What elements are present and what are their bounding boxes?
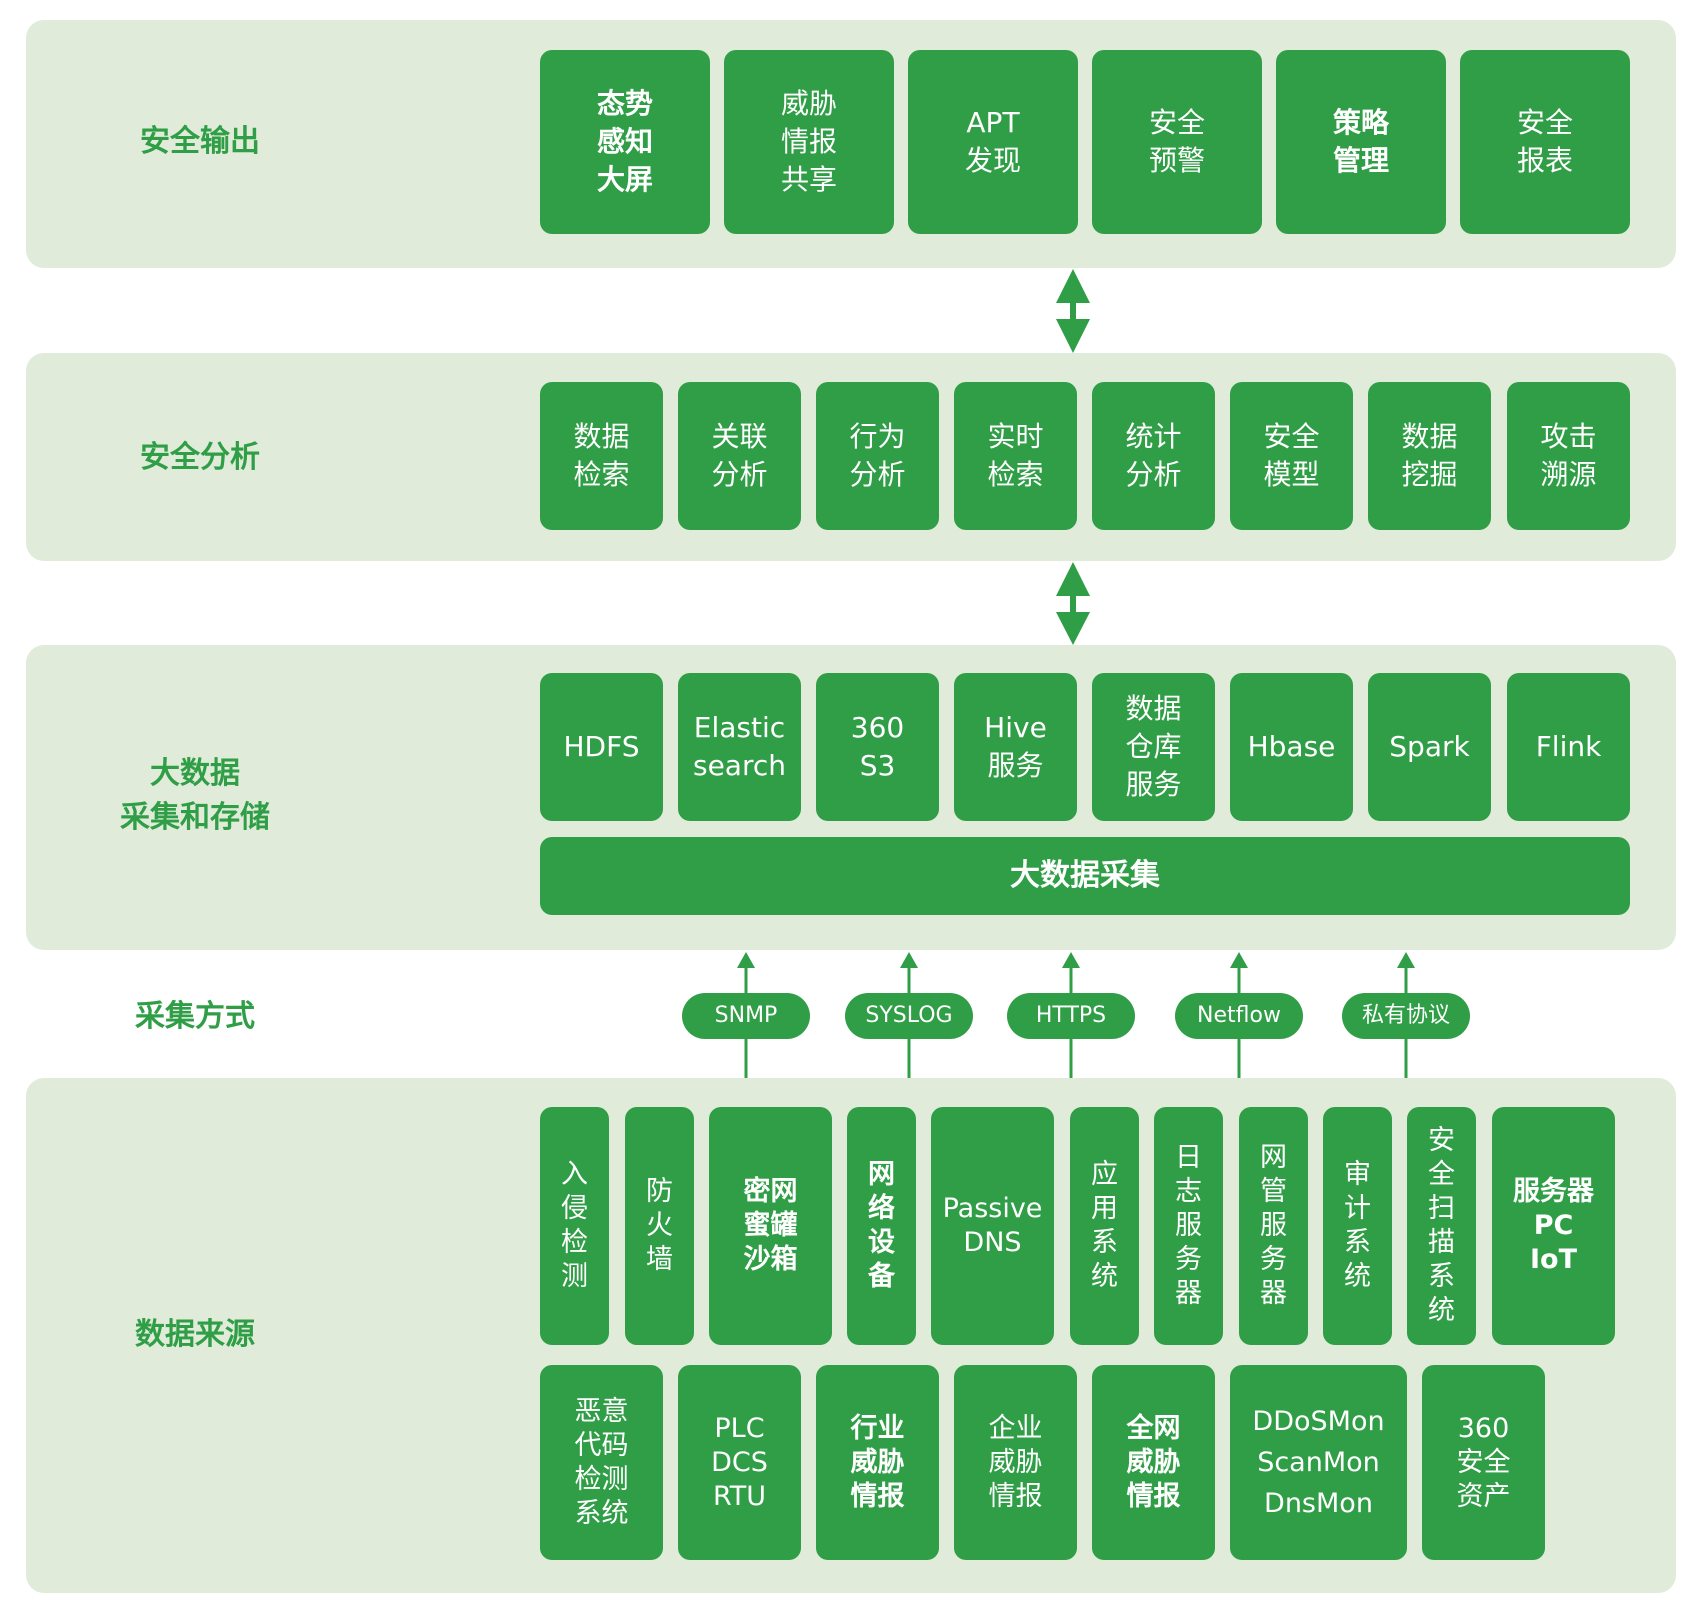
source-item-audit-system: 审 计 系 统: [1323, 1107, 1392, 1345]
double-arrow-icon: [1056, 269, 1090, 353]
layer-title-security-analysis: 安全分析: [140, 440, 260, 475]
storage-item-hdfs: HDFS: [540, 673, 663, 821]
collection-method-netflow: Netflow: [1175, 993, 1303, 1039]
source-item-server-pc-iot: 服务器 PC IoT: [1492, 1107, 1615, 1345]
source-item-malware-detection: 恶意 代码 检测 系统: [540, 1365, 663, 1560]
output-item-threat-intel-share: 威胁 情报 共享: [724, 50, 894, 234]
source-item-honeynet-sandbox: 密网 蜜罐 沙箱: [709, 1107, 832, 1345]
output-item-situation-screen: 态势 感知 大屏: [540, 50, 710, 234]
source-item-intrusion-detection: 入 侵 检 测: [540, 1107, 609, 1345]
storage-item-data-warehouse: 数据 仓库 服务: [1092, 673, 1215, 821]
collection-method-snmp: SNMP: [682, 993, 810, 1039]
output-item-policy-management: 策略 管理: [1276, 50, 1446, 234]
analysis-item-behavior: 行为 分析: [816, 382, 939, 530]
source-item-log-server: 日 志 服 务 器: [1154, 1107, 1223, 1345]
bigdata-collection-bar: 大数据采集: [540, 837, 1630, 915]
output-item-security-report: 安全 报表: [1460, 50, 1630, 234]
source-item-plc-dcs-rtu: PLC DCS RTU: [678, 1365, 801, 1560]
source-item-360-security-asset: 360 安全 资产: [1422, 1365, 1545, 1560]
source-item-nms-server: 网 管 服 务 器: [1239, 1107, 1308, 1345]
analysis-item-data-mining: 数据 挖掘: [1368, 382, 1491, 530]
source-item-industry-threat-intel: 行业 威胁 情报: [816, 1365, 939, 1560]
source-item-ddosmon-scanmon-dnsmon: DDoSMon ScanMon DnsMon: [1230, 1365, 1407, 1560]
analysis-item-realtime-search: 实时 检索: [954, 382, 1077, 530]
analysis-item-attack-tracing: 攻击 溯源: [1507, 382, 1630, 530]
storage-item-spark: Spark: [1368, 673, 1491, 821]
collection-method-https: HTTPS: [1007, 993, 1135, 1039]
analysis-item-correlation: 关联 分析: [678, 382, 801, 530]
storage-item-hbase: Hbase: [1230, 673, 1353, 821]
source-item-global-threat-intel: 全网 威胁 情报: [1092, 1365, 1215, 1560]
layer-title-security-output: 安全输出: [140, 124, 260, 159]
storage-item-hive: Hive 服务: [954, 673, 1077, 821]
analysis-item-data-search: 数据 检索: [540, 382, 663, 530]
double-arrow-icon: [1056, 562, 1090, 645]
storage-item-360-s3: 360 S3: [816, 673, 939, 821]
storage-item-flink: Flink: [1507, 673, 1630, 821]
source-item-firewall: 防 火 墙: [625, 1107, 694, 1345]
source-item-network-device: 网 络 设 备: [847, 1107, 916, 1345]
output-item-apt-discovery: APT 发现: [908, 50, 1078, 234]
layer-title-bigdata-storage: 大数据 采集和存储: [120, 756, 270, 835]
source-item-passive-dns: Passive DNS: [931, 1107, 1054, 1345]
layer-title-data-sources: 数据来源: [135, 1317, 255, 1352]
source-item-application-system: 应 用 系 统: [1070, 1107, 1139, 1345]
analysis-item-security-model: 安全 模型: [1230, 382, 1353, 530]
source-item-security-scan-system: 安 全 扫 描 系 统: [1407, 1107, 1476, 1345]
source-item-enterprise-threat-intel: 企业 威胁 情报: [954, 1365, 1077, 1560]
analysis-item-statistics: 统计 分析: [1092, 382, 1215, 530]
collection-method-syslog: SYSLOG: [845, 993, 973, 1039]
storage-item-elasticsearch: Elastic search: [678, 673, 801, 821]
collection-method-title: 采集方式: [135, 999, 255, 1034]
output-item-security-alert: 安全 预警: [1092, 50, 1262, 234]
collection-method-private-protocol: 私有协议: [1342, 993, 1470, 1039]
